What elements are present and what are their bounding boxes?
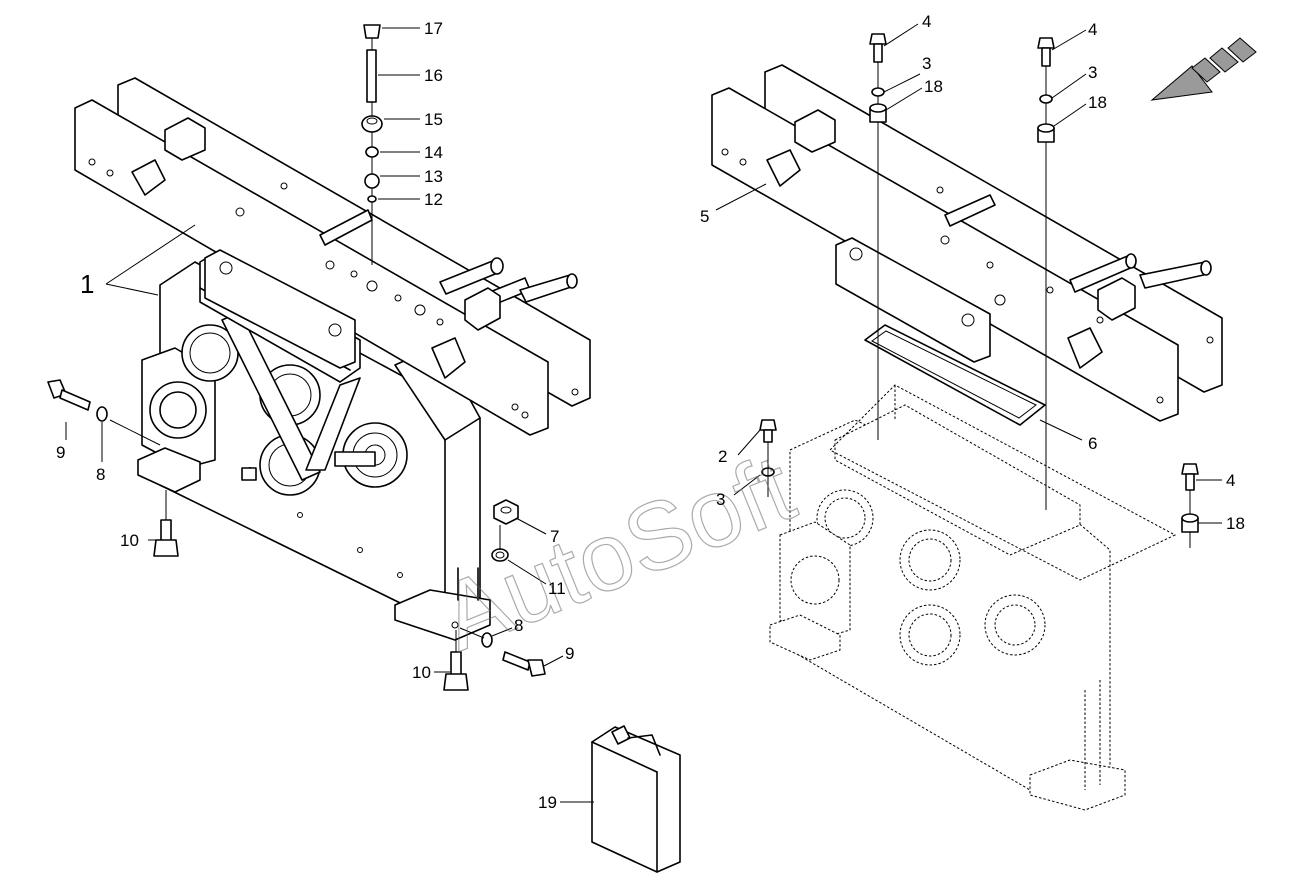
- gusset-right: [431, 337, 466, 379]
- part-4-bolt-b: [1037, 37, 1055, 67]
- part-4-bolt-c: [1181, 463, 1199, 491]
- callout-18-a: 18: [924, 77, 943, 96]
- callout-8-left: 8: [96, 465, 105, 484]
- part-16-pin: [366, 49, 377, 103]
- part-7-nut: [493, 499, 519, 525]
- frame-holes-2: [721, 148, 1214, 404]
- callout-14: 14: [424, 143, 443, 162]
- callout-19: 19: [538, 793, 557, 812]
- callout-18-b: 18: [1088, 93, 1107, 112]
- part-2-bolt: [759, 419, 777, 443]
- gasket-ghost: [829, 384, 1177, 581]
- callout-17: 17: [424, 19, 443, 38]
- callout-labels: 17 16 15 14 13 12 1 9 8 10 7 11 8 9 10 1…: [56, 12, 1245, 812]
- gusset-left: [131, 159, 166, 196]
- foot-right: [394, 589, 491, 641]
- callout-9-right: 9: [565, 644, 574, 663]
- part-8-washer-left: [96, 406, 108, 422]
- callout-4-b: 4: [1088, 20, 1097, 39]
- output-shaft: [334, 451, 376, 467]
- callout-12: 12: [424, 190, 443, 209]
- callout-16: 16: [424, 66, 443, 85]
- callout-1: 1: [80, 269, 94, 299]
- right-assembly: [711, 33, 1257, 811]
- callout-6: 6: [1088, 434, 1097, 453]
- part-3-washer-b: [1039, 94, 1053, 104]
- watermark: AutoSoft: [426, 434, 808, 671]
- callout-4-a: 4: [922, 12, 931, 31]
- part-18-spacer-b: [1037, 123, 1055, 143]
- clamp-bar: [204, 249, 356, 369]
- side-frame-front: [74, 99, 549, 436]
- clamp-bar-2: [835, 237, 991, 363]
- part-12-ring: [367, 195, 377, 203]
- callout-13: 13: [424, 167, 443, 186]
- callout-3-b: 3: [1088, 63, 1097, 82]
- part-9-bolt-left: [47, 379, 91, 411]
- callout-4-c: 4: [1226, 471, 1235, 490]
- part-10-bolt-left: [153, 519, 179, 557]
- part-9-bolt-right: [502, 651, 546, 677]
- callout-10-left: 10: [120, 531, 139, 550]
- gusset-right-2: [1067, 327, 1103, 369]
- callout-8-right: 8: [514, 616, 523, 635]
- part-3-washer-a: [871, 87, 885, 97]
- part-18-spacer-a: [869, 103, 887, 123]
- callout-2: 2: [718, 447, 727, 466]
- callout-3-a: 3: [922, 54, 931, 73]
- frame-holes: [88, 158, 579, 419]
- part-18-spacer-c: [1181, 513, 1199, 533]
- leader-lines: [65, 23, 1222, 803]
- callout-5: 5: [700, 207, 709, 226]
- foot-left: [137, 447, 201, 493]
- part-13-bushing: [364, 173, 380, 189]
- callout-15: 15: [424, 110, 443, 129]
- part-17-cap: [363, 24, 381, 39]
- part-14-washer: [365, 146, 379, 158]
- part-8-washer-right: [481, 632, 493, 648]
- callout-11: 11: [548, 579, 566, 598]
- left-assembly: [47, 24, 591, 691]
- callout-18-c: 18: [1226, 514, 1245, 533]
- gearbox-ghost: [769, 404, 1126, 811]
- part-19-canister: [591, 725, 681, 873]
- callout-9-left: 9: [56, 443, 65, 462]
- gusset-left-2: [766, 149, 801, 187]
- direction-arrow-icon: [1150, 37, 1257, 101]
- callout-10-right: 10: [412, 663, 431, 682]
- part-4-bolt-a: [869, 33, 887, 63]
- side-frame-front-2: [711, 87, 1179, 422]
- callout-3-c: 3: [716, 490, 725, 509]
- frame-shafts-2: [944, 194, 1212, 293]
- callout-7: 7: [550, 527, 559, 546]
